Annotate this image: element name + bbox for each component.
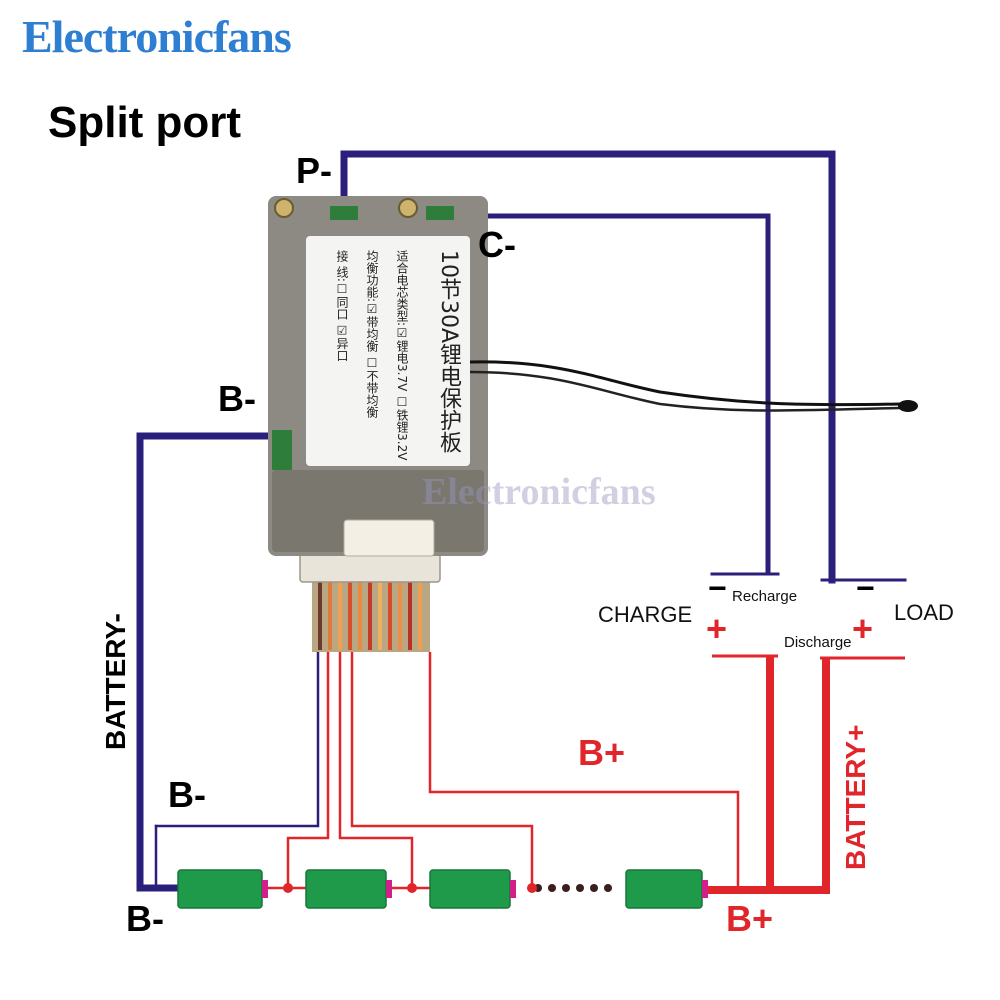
recharge-label: Recharge: [732, 588, 798, 605]
balance-tap-1: [286, 652, 330, 886]
load-minus-sign: −: [856, 570, 875, 606]
cells: [177, 869, 708, 909]
load-plus-wire: [700, 658, 830, 894]
junction-dots: [283, 883, 537, 893]
cell-1: [177, 869, 268, 909]
discharge-label: Discharge: [784, 634, 852, 651]
brand-logo: Electronicfans: [22, 11, 292, 62]
board-label-line-4: 接 线:☐同口 ☑异口: [335, 250, 349, 362]
board-label-line-2: 适合电芯类型:☑锂电3.7V ☐铁锂3.2V: [395, 250, 409, 461]
c-minus-pad: [398, 198, 418, 218]
c-minus-label: C-: [478, 224, 516, 265]
connector-socket: [343, 519, 435, 557]
charge-plus-sign: +: [706, 608, 728, 649]
negative-wires: [136, 150, 907, 892]
cell-2: [305, 869, 392, 909]
page-title: Split port: [48, 98, 242, 147]
charge-label: CHARGE: [598, 602, 693, 627]
c-minus-wire: [449, 213, 771, 575]
cell-3: [429, 869, 516, 909]
b-plus-mid-label: B+: [578, 732, 626, 773]
thermistor-cable: [469, 360, 901, 407]
balance-tap-3: [350, 652, 534, 886]
board-label-line-1: 10节30A锂电保护板: [436, 250, 461, 454]
load-label: LOAD: [894, 600, 954, 625]
battery-negative-label: BATTERY-: [100, 613, 131, 750]
board-label-sticker: 10节30A锂电保护板 适合电芯类型:☑锂电3.7V ☐铁锂3.2V 均衡功能:…: [306, 236, 470, 466]
balance-harness: [299, 539, 441, 652]
p-minus-label: P-: [296, 150, 332, 191]
balance-tap-2: [338, 652, 414, 886]
watermark: Electronicfans: [422, 471, 656, 513]
b-minus-bottom-label: B-: [126, 898, 164, 939]
battery-positive-label: BATTERY+: [840, 724, 871, 870]
load-plus-sign: +: [852, 608, 874, 649]
series-ellipsis-dots: [534, 884, 612, 892]
b-plus-bottom-label: B+: [726, 898, 774, 939]
p-minus-pad: [274, 198, 294, 218]
b-minus-sense-wire: [154, 650, 320, 828]
charge-minus-sign: −: [708, 570, 727, 606]
b-minus-wire: [136, 432, 284, 892]
positive-wires: [262, 652, 905, 894]
board-label-line-3: 均衡功能:☑带均衡 ☐不带均衡: [365, 250, 379, 418]
b-plus-sense-wire: [428, 652, 740, 890]
thermistor-probe: [898, 400, 918, 412]
b-minus-mid-label: B-: [168, 774, 206, 815]
b-minus-board-label: B-: [218, 378, 256, 419]
cell-4: [625, 869, 708, 909]
p-minus-wire: [340, 150, 836, 584]
